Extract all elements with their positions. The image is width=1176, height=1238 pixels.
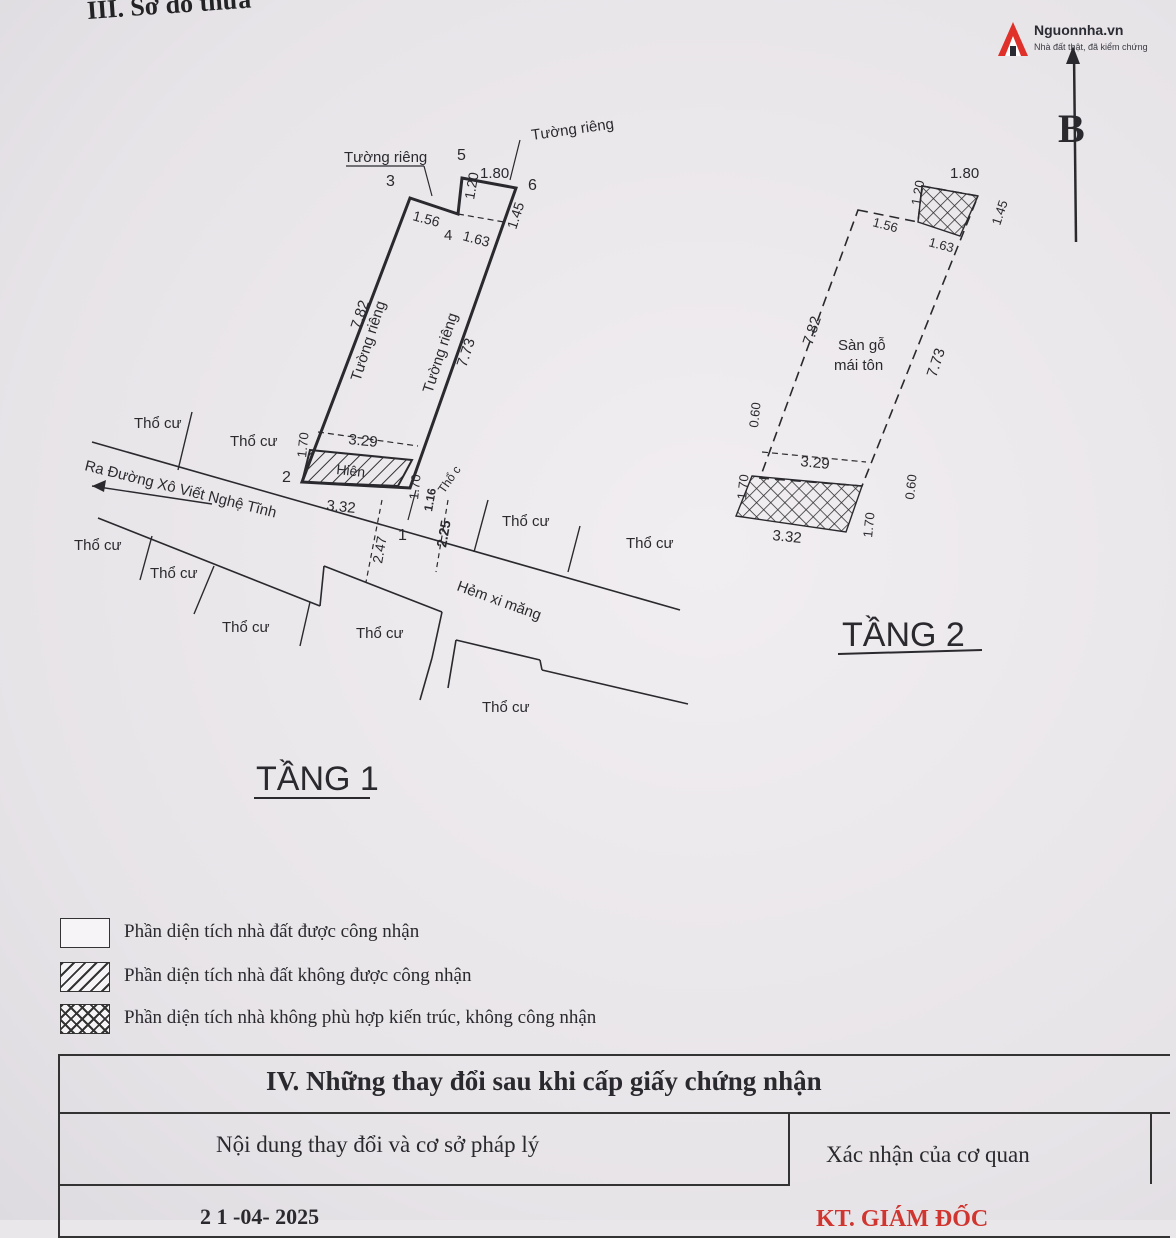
residential-3: Thổ cư <box>502 513 550 530</box>
change-date: 2 1 -04- 2025 <box>200 1204 320 1229</box>
f2-dim-7-73: 7.73 <box>924 346 949 379</box>
wall-label-left-top: Tường riêng <box>344 149 427 166</box>
f2-dim-1-20: 1.20 <box>908 179 927 207</box>
legend-hatch-swatch <box>60 962 110 992</box>
point-4: 4 <box>444 227 452 244</box>
f2-dim-1-70-right: 1.70 <box>860 512 878 539</box>
changes-title: IV. Những thay đổi sau khi cấp giấy chứn… <box>266 1066 822 1096</box>
content-column-header: Nội dung thay đổi và cơ sở pháp lý <box>60 1112 790 1186</box>
north-label: B <box>1058 106 1085 151</box>
f2-floor-label-2: mái tôn <box>834 357 883 374</box>
legend-text-2: Phần diện tích nhà đất không được công n… <box>124 965 472 986</box>
legend-text-3: Phần diện tích nhà không phù hợp kiến tr… <box>124 1007 597 1028</box>
watermark-tagline: Nhà đất thật, đã kiểm chứng <box>1034 42 1148 52</box>
residential-4: Thổ cư <box>626 535 674 552</box>
f2-dim-7-82: 7.82 <box>800 314 825 347</box>
point-1: 1 <box>398 527 407 544</box>
residential-1: Thổ cư <box>134 415 182 432</box>
floor2-title-underline <box>837 649 983 655</box>
dim-1-45: 1.45 <box>504 200 528 231</box>
residential-6: Thổ cư <box>150 565 198 582</box>
watermark-logo: Nguonnha.vn Nhà đất thật, đã kiểm chứng <box>996 18 1166 62</box>
dim-7-73: 7.73 <box>454 336 479 369</box>
residential-5: Thổ cư <box>74 537 122 554</box>
residential-2: Thổ cư <box>230 433 278 450</box>
f2-dim-1-56: 1.56 <box>871 214 899 235</box>
house-logo-icon <box>998 22 1028 56</box>
f2-dim-3-32: 3.32 <box>772 527 803 547</box>
floor2-plan <box>735 185 980 533</box>
f2-dim-3-29: 3.29 <box>800 453 831 473</box>
alley-label: Hẻm xi măng <box>455 578 544 624</box>
point-3: 3 <box>386 173 395 190</box>
dim-1-20: 1.20 <box>461 171 482 201</box>
dim-2-47: 2.47 <box>369 535 390 565</box>
floor1-title: TẦNG 1 <box>256 760 379 798</box>
f2-dim-1-80: 1.80 <box>950 165 979 182</box>
watermark-name: Nguonnha.vn <box>1034 22 1124 38</box>
f2-dim-1-63: 1.63 <box>927 234 955 255</box>
legend-cross-swatch <box>60 1004 110 1034</box>
f2-dim-0-60-right: 0.60 <box>902 474 920 501</box>
dim-1-80: 1.80 <box>480 165 509 182</box>
f2-dim-0-60-left: 0.60 <box>746 402 764 429</box>
f2-dim-1-70-left: 1.70 <box>734 474 752 501</box>
floor2-title: TẦNG 2 <box>842 616 965 654</box>
confirm-column-label: Xác nhận của cơ quan <box>826 1142 1030 1167</box>
dim-2-25: 2.25 <box>433 519 454 549</box>
dim-3-29: 3.29 <box>348 431 379 451</box>
point-5: 5 <box>457 147 466 164</box>
point-2: 2 <box>282 469 291 486</box>
residential-9: Thổ cư <box>482 699 530 716</box>
content-column-label: Nội dung thay đổi và cơ sở pháp lý <box>216 1132 540 1157</box>
dim-1-16: 1.16 <box>421 487 439 513</box>
legend-text-1: Phần diện tích nhà đất được công nhận <box>124 921 420 942</box>
north-arrow: B <box>1058 46 1085 243</box>
residential-8: Thổ cư <box>356 625 404 642</box>
f2-floor-label-1: Sàn gỗ <box>838 337 886 354</box>
residential-small: Thổ c <box>435 463 464 496</box>
legend-blank-swatch <box>60 918 110 948</box>
changes-title-row: IV. Những thay đổi sau khi cấp giấy chứn… <box>60 1056 1170 1114</box>
wall-label-right: Tường riêng <box>420 311 462 395</box>
dim-1-56: 1.56 <box>411 207 442 230</box>
confirm-column-header: Xác nhận của cơ quan <box>790 1112 1152 1184</box>
wall-label-right-top: Tường riêng <box>530 116 615 144</box>
dim-1-63: 1.63 <box>461 227 492 250</box>
floor1-plan <box>91 139 689 705</box>
dim-3-32: 3.32 <box>326 497 357 517</box>
porch-label: Hiên <box>336 461 366 480</box>
f2-dim-1-45: 1.45 <box>989 198 1011 227</box>
changes-table: IV. Những thay đổi sau khi cấp giấy chứn… <box>58 1054 1170 1238</box>
dim-side-1-70-b: 1.70 <box>406 474 424 501</box>
dim-side-1-70-a: 1.70 <box>294 432 312 459</box>
point-6: 6 <box>528 177 537 194</box>
residential-7: Thổ cư <box>222 619 270 636</box>
